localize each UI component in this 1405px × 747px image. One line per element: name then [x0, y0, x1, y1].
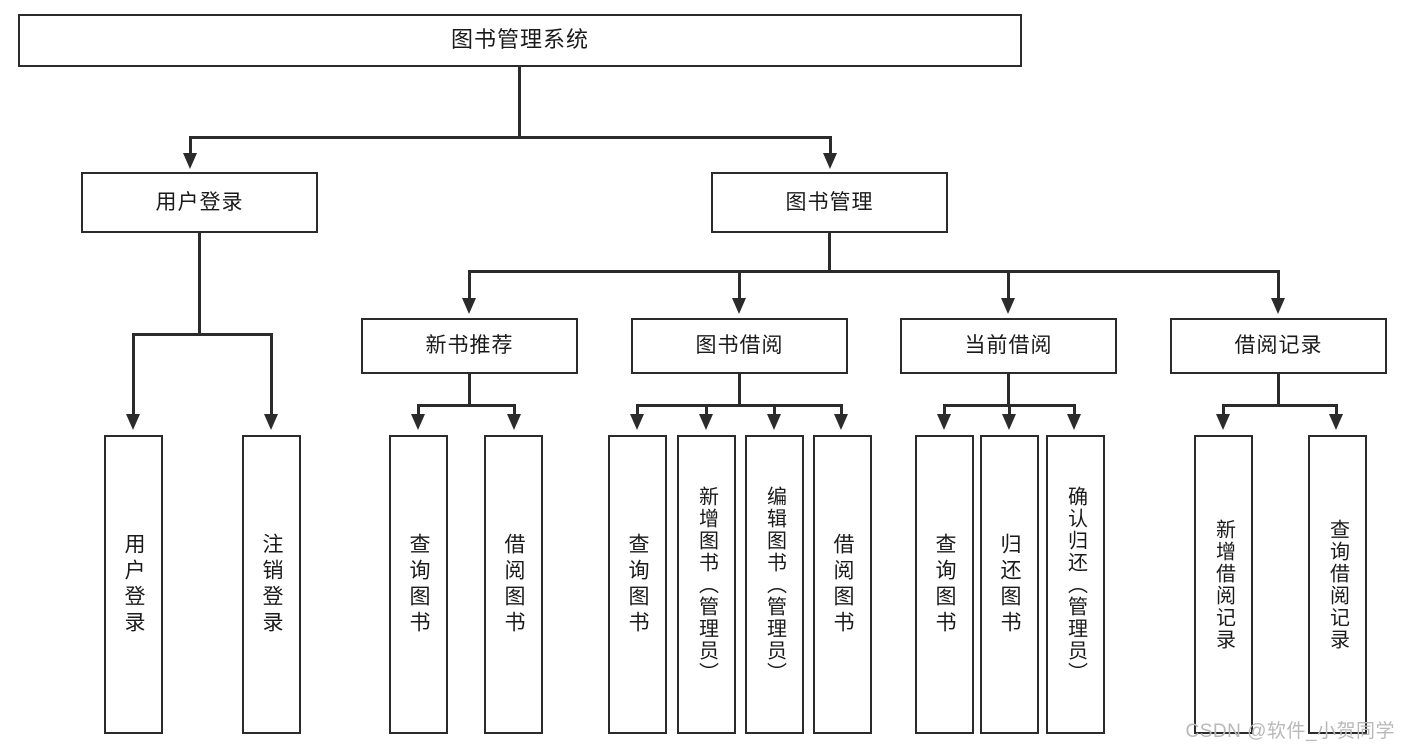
connector-cb-leg-3: [1073, 404, 1076, 418]
connector-to-new-book-recommend: [468, 270, 471, 301]
node-label: 图书管理: [785, 190, 874, 214]
node-book-manage[interactable]: 图书管理: [711, 172, 948, 233]
connector-to-borrow-record: [1277, 270, 1280, 301]
connector-borrow-record-stem: [1277, 374, 1280, 406]
node-label: 确认归还（管理员）: [1064, 485, 1087, 684]
connector-to-book-manage: [829, 136, 832, 157]
arrowhead-borrow-record: [1271, 298, 1285, 314]
connector-to-user-login: [189, 136, 192, 157]
connector-bb-leg-4: [840, 404, 843, 418]
node-label: 新增图书（管理员）: [695, 485, 718, 684]
connector-cb-leg-1: [943, 404, 946, 418]
connector-to-book-borrow: [738, 270, 741, 301]
arrowhead-leaf-query-record: [1329, 414, 1343, 430]
arrowhead-leaf-user-login: [126, 414, 140, 430]
arrowhead-leaf-query-book-3: [937, 414, 951, 430]
node-borrow-record[interactable]: 借阅记录: [1170, 318, 1387, 374]
node-new-book-recommend[interactable]: 新书推荐: [361, 318, 578, 374]
connector-new-book-recommend-bus: [417, 404, 516, 407]
connector-nb-leg-1: [417, 404, 420, 418]
node-label: 新书推荐: [425, 334, 514, 358]
node-leaf-user-logout[interactable]: 注销登录: [242, 435, 301, 734]
node-label: 查询图书: [407, 532, 430, 637]
connector-nb-leg-2: [513, 404, 516, 418]
arrowhead-leaf-return-book: [1002, 414, 1016, 430]
connector-book-manage-stem: [828, 233, 831, 273]
node-leaf-query-book-2[interactable]: 查询图书: [608, 435, 667, 734]
node-label: 借阅图书: [831, 532, 854, 637]
node-leaf-query-book-3[interactable]: 查询图书: [915, 435, 974, 734]
connector-bb-leg-2: [705, 404, 708, 418]
node-label: 当前借阅: [964, 334, 1053, 358]
node-book-borrow[interactable]: 图书借阅: [631, 318, 848, 374]
connector-br-leg-2: [1335, 404, 1338, 418]
connector-bb-leg-1: [636, 404, 639, 418]
connector-book-borrow-bus: [636, 404, 843, 407]
arrowhead-book-borrow: [732, 298, 746, 314]
node-leaf-borrow-book-2[interactable]: 借阅图书: [813, 435, 872, 734]
arrowhead-user-login: [183, 153, 197, 169]
arrowhead-leaf-add-book: [699, 414, 713, 430]
arrowhead-leaf-edit-book: [767, 414, 781, 430]
connector-root-stem: [518, 67, 521, 138]
node-root-book-management-system[interactable]: 图书管理系统: [18, 14, 1022, 67]
connector-br-leg-1: [1222, 404, 1225, 418]
node-current-borrow[interactable]: 当前借阅: [900, 318, 1117, 374]
arrowhead-leaf-user-logout: [264, 414, 278, 430]
arrowhead-leaf-confirm-return: [1067, 414, 1081, 430]
node-label: 新增借阅记录: [1212, 518, 1235, 651]
connector-cb-leg-2: [1008, 404, 1011, 418]
node-label: 图书管理系统: [450, 27, 589, 53]
node-label: 注销登录: [260, 532, 283, 637]
connector-current-borrow-stem: [1007, 374, 1010, 406]
connector-to-leaf-user-login: [132, 333, 135, 418]
node-label: 查询图书: [933, 532, 956, 637]
node-leaf-user-login[interactable]: 用户登录: [104, 435, 163, 734]
node-leaf-add-record[interactable]: 新增借阅记录: [1194, 435, 1253, 734]
node-leaf-confirm-return[interactable]: 确认归还（管理员）: [1046, 435, 1105, 734]
arrowhead-leaf-borrow-book-2: [834, 414, 848, 430]
connector-to-current-borrow: [1007, 270, 1010, 301]
connector-borrow-record-bus: [1222, 404, 1337, 407]
node-label: 用户登录: [155, 190, 244, 214]
arrowhead-leaf-query-book-2: [630, 414, 644, 430]
connector-bb-leg-3: [773, 404, 776, 418]
node-label: 借阅记录: [1234, 334, 1323, 358]
node-label: 归还图书: [998, 532, 1021, 637]
node-label: 借阅图书: [502, 532, 525, 637]
node-leaf-borrow-book-1[interactable]: 借阅图书: [484, 435, 543, 734]
node-label: 用户登录: [122, 532, 145, 637]
connector-new-book-recommend-stem: [468, 374, 471, 406]
arrowhead-current-borrow: [1001, 298, 1015, 314]
node-leaf-return-book[interactable]: 归还图书: [980, 435, 1039, 734]
connector-book-borrow-stem: [738, 374, 741, 406]
node-label: 查询借阅记录: [1326, 518, 1349, 651]
node-label: 编辑图书（管理员）: [763, 485, 786, 684]
node-leaf-query-record[interactable]: 查询借阅记录: [1308, 435, 1367, 734]
arrowhead-book-manage: [823, 153, 837, 169]
node-label: 查询图书: [626, 532, 649, 637]
connector-user-login-bus: [132, 333, 273, 336]
node-leaf-edit-book[interactable]: 编辑图书（管理员）: [745, 435, 804, 734]
node-leaf-add-book[interactable]: 新增图书（管理员）: [677, 435, 736, 734]
node-label: 图书借阅: [695, 334, 784, 358]
node-user-login[interactable]: 用户登录: [81, 172, 318, 233]
arrowhead-new-book-recommend: [462, 298, 476, 314]
arrowhead-leaf-borrow-book-1: [507, 414, 521, 430]
connector-level1-bus: [189, 136, 832, 139]
arrowhead-leaf-query-book-1: [411, 414, 425, 430]
connector-to-leaf-user-logout: [270, 333, 273, 418]
arrowhead-leaf-add-record: [1216, 414, 1230, 430]
connector-level2-bus: [468, 270, 1280, 273]
connector-user-login-stem: [198, 233, 201, 335]
node-leaf-query-book-1[interactable]: 查询图书: [389, 435, 448, 734]
